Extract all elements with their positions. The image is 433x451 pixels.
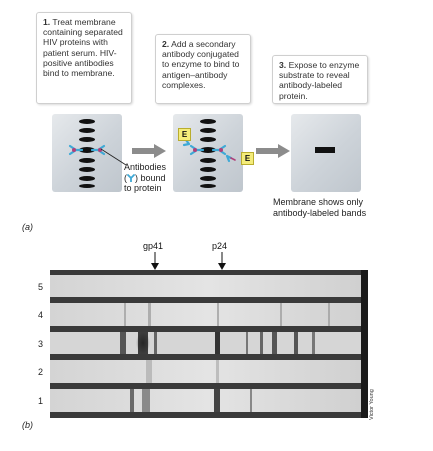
antibodies-label-line1: Antibodies (124, 162, 167, 172)
protein-band (200, 137, 216, 142)
step-1-number: 1. (43, 17, 51, 27)
step-2-text: Add a secondary antibody conjugated to e… (162, 39, 240, 90)
protein-band (79, 176, 95, 181)
protein-band (79, 128, 95, 133)
protein-band (79, 147, 95, 153)
protein-band (79, 119, 95, 124)
western-blot-photo (50, 270, 368, 418)
protein-band (79, 167, 95, 172)
protein-band (200, 147, 216, 153)
arrow-down-icon (218, 252, 226, 270)
protein-band (79, 184, 95, 188)
bound-antibodies (68, 144, 106, 156)
part-b-label: (b) (22, 420, 33, 430)
protein-band (200, 184, 216, 188)
membrane-caption: Membrane shows only antibody-labeled ban… (273, 197, 383, 218)
step-2-box: 2. Add a secondary antibody conjugated t… (155, 34, 251, 104)
blot-strips (50, 275, 368, 412)
membrane-2 (173, 114, 243, 192)
membrane-caption-line2: antibody-labeled bands (273, 207, 367, 218)
lane-label-1: 1 (38, 396, 44, 406)
step-1-text: Treat membrane containing separated HIV … (43, 17, 123, 79)
protein-band (200, 128, 216, 133)
step-1-box: 1. Treat membrane containing separated H… (36, 12, 132, 104)
arrow-right-icon (256, 144, 290, 158)
lane-label-2: 2 (38, 367, 44, 377)
antibodies-label-line3: to protein (124, 183, 162, 193)
lane-label-3: 3 (38, 339, 44, 349)
marker-p24: p24 (212, 241, 228, 251)
photo-credit: Victor Young (369, 389, 375, 420)
membrane-3 (291, 114, 361, 192)
protein-band (79, 158, 95, 163)
marker-gp41: gp41 (143, 241, 164, 251)
protein-band (200, 119, 216, 124)
part-a-label: (a) (22, 222, 33, 232)
labeled-band (315, 147, 335, 153)
membrane-1 (52, 114, 122, 192)
step-3-box: 3. Expose to enzyme substrate to reveal … (272, 55, 368, 104)
antibody-y-icon (127, 173, 135, 183)
protein-band (200, 176, 216, 181)
antibody-complexes (182, 135, 236, 163)
enzyme-marker-right: E (241, 152, 254, 165)
protein-band (200, 158, 216, 163)
enzyme-marker-left: E (178, 128, 191, 141)
step-3-text: Expose to enzyme substrate to reveal ant… (279, 60, 360, 101)
lane-label-5: 5 (38, 282, 44, 292)
step-2-number: 2. (162, 39, 170, 49)
arrow-right-icon (132, 144, 166, 158)
antibodies-label: Antibodies () bound to protein (124, 162, 184, 194)
step-3-number: 3. (279, 60, 287, 70)
protein-band (79, 137, 95, 142)
protein-band (200, 167, 216, 172)
lane-label-4: 4 (38, 310, 44, 320)
membrane-caption-line1: Membrane shows only (273, 197, 364, 207)
antibodies-pointer (100, 148, 127, 166)
arrow-down-icon (151, 252, 159, 270)
antibodies-label-line2: () bound (124, 172, 166, 183)
